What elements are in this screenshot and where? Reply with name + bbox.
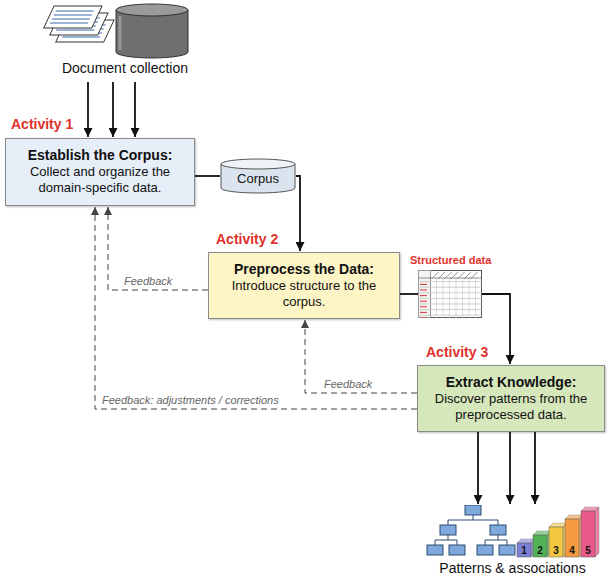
box-heading: Extract Knowledge: [426, 374, 596, 391]
box-heading: Preprocess the Data: [217, 261, 391, 278]
bar-number: 1 [517, 545, 531, 556]
flow-connector [534, 432, 536, 504]
table-heading: Structured data [410, 254, 491, 266]
flow-connector [400, 293, 418, 295]
flow-connector [477, 432, 479, 504]
feedback-connector [95, 207, 417, 409]
box-body: Discover patterns from the preprocessed … [426, 391, 596, 423]
bar-number: 2 [533, 545, 547, 556]
flow-connector [112, 82, 114, 137]
flow-connector [195, 175, 220, 177]
flow-connector [87, 82, 89, 137]
node-caption: Patterns & associations [415, 560, 610, 576]
flow-connector [134, 82, 136, 137]
patterns-icon: Patterns & associations [425, 505, 600, 577]
feedback-label: Feedback [322, 378, 374, 391]
box-body: Introduce structure to the corpus. [217, 278, 391, 310]
feedback-connector [305, 320, 417, 393]
bar-number: 5 [581, 545, 595, 556]
feedback-label: Feedback [122, 275, 174, 288]
box-heading: Establish the Corpus: [14, 147, 186, 164]
table-grid [418, 270, 482, 318]
feedback-connector [108, 207, 208, 290]
flow-connector [296, 176, 300, 251]
feedback-label: Feedback: adjustments / corrections [100, 394, 281, 407]
bar-number: 4 [565, 545, 579, 556]
box-body: Collect and organize the domain-specific… [14, 164, 186, 196]
activity-label: Activity 3 [426, 344, 488, 360]
document-collection: Document collection [30, 2, 220, 80]
process-box: Activity 2Preprocess the Data:Introduce … [208, 252, 400, 319]
flow-connector [509, 432, 511, 504]
bar-number: 3 [549, 545, 563, 556]
corpus-cylinder: Corpus [220, 158, 296, 194]
structured-data-table: Structured data [418, 270, 482, 318]
activity-label: Activity 1 [11, 116, 73, 132]
documents-database-icon [30, 2, 200, 62]
process-box: Activity 1Establish the Corpus:Collect a… [5, 138, 195, 206]
activity-label: Activity 2 [216, 231, 278, 247]
process-box: Activity 3Extract Knowledge:Discover pat… [417, 365, 605, 432]
node-label: Corpus [220, 158, 296, 187]
node-caption: Document collection [30, 60, 220, 76]
